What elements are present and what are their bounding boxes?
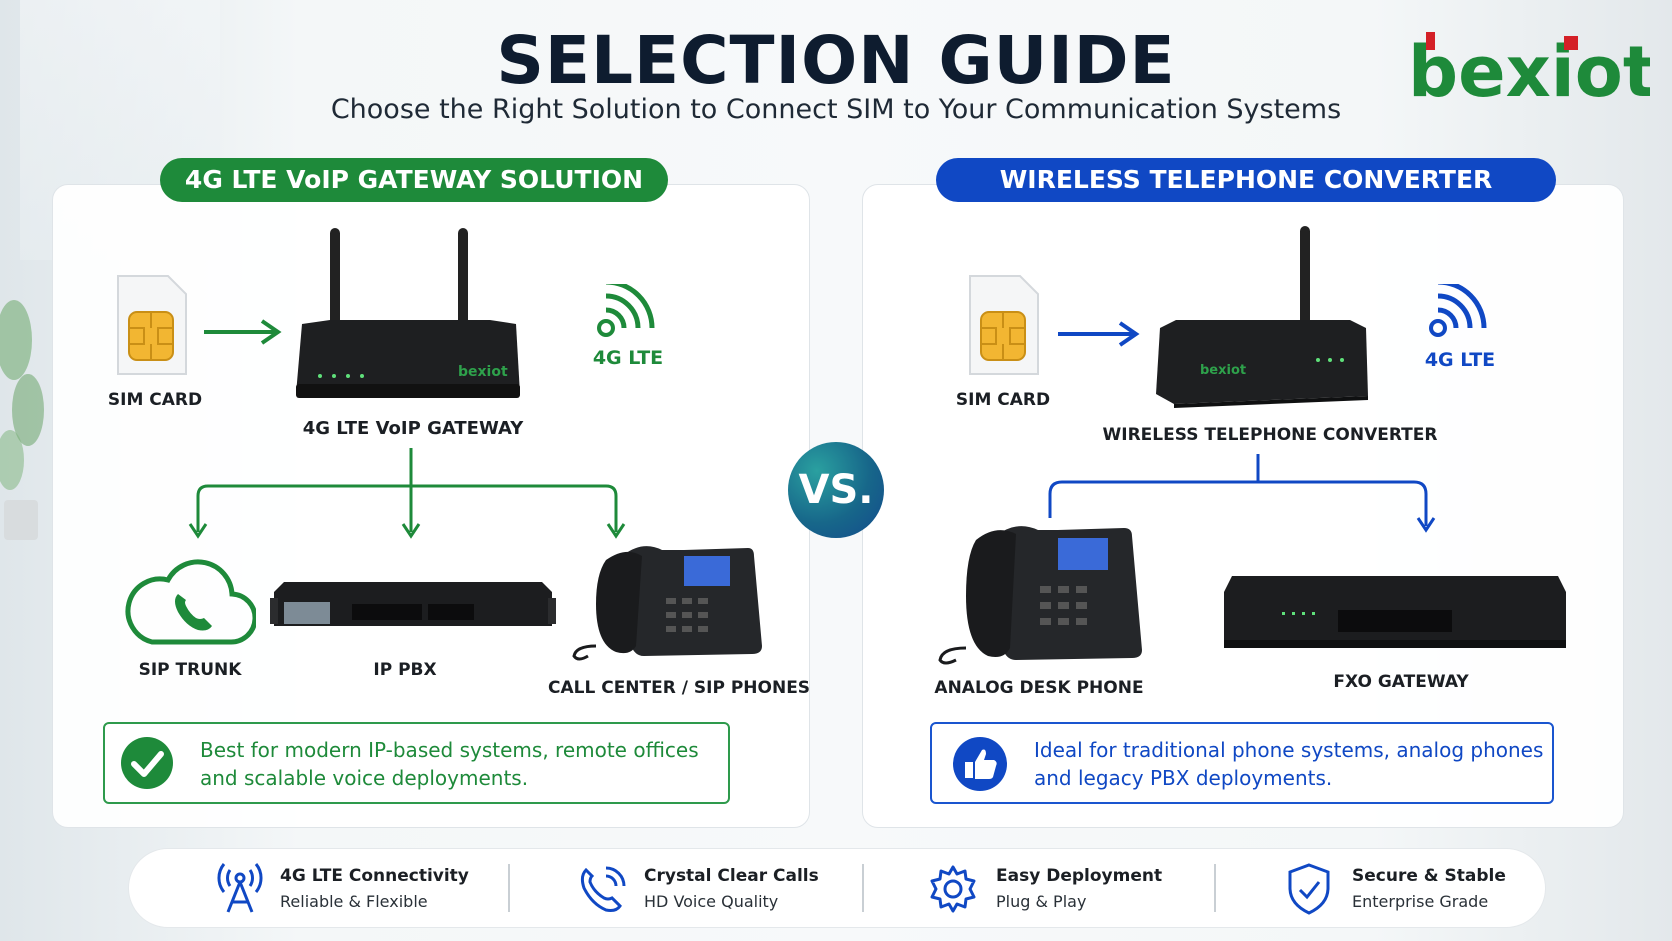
gateway-connector-lines — [188, 448, 626, 539]
left-4g-lte-label: 4G LTE — [592, 347, 664, 369]
feature-title-calls: Crystal Clear Calls — [644, 866, 819, 886]
signal-icon — [597, 284, 655, 337]
sim-card-icon-right — [969, 275, 1039, 375]
plant-decoration — [0, 300, 44, 540]
signal-icon-right — [1429, 284, 1487, 337]
converter-connector-lines — [1048, 454, 1436, 533]
converter-device-label: WIRELESS TELEPHONE CONVERTER — [1102, 425, 1438, 445]
arrow-right-icon-right — [1058, 321, 1140, 347]
right-4g-lte-label: 4G LTE — [1424, 349, 1496, 371]
sip-trunk-label: SIP TRUNK — [138, 660, 242, 680]
call-center-label: CALL CENTER / SIP PHONES — [548, 678, 811, 698]
converter-solution-heading: WIRELESS TELEPHONE CONVERTER SOLUTION — [936, 158, 1556, 238]
cloud-phone-icon — [125, 559, 256, 645]
sim-card-label: SIM CARD — [107, 390, 203, 410]
page-title: SELECTION GUIDE — [496, 22, 1176, 99]
feature-sub-calls: HD Voice Quality — [644, 892, 779, 911]
converter-recommendation-box — [930, 722, 1554, 804]
fxo-gateway-icon — [1224, 576, 1566, 648]
converter-logo: bexiot — [1200, 363, 1246, 378]
shield-check-icon — [1288, 863, 1330, 915]
feature-divider — [508, 864, 510, 912]
check-circle-icon — [121, 737, 173, 789]
gateway-recommendation-box — [103, 722, 730, 804]
router-icon: bexiot — [296, 228, 520, 398]
converter-icon: bexiot — [1156, 226, 1368, 408]
router-logo: bexiot — [458, 364, 508, 380]
arrow-right-icon — [204, 319, 282, 345]
logo-text: bexiot — [1408, 31, 1650, 110]
ip-pbx-label: IP PBX — [373, 660, 437, 680]
gateway-device-label: 4G LTE VoIP GATEWAY — [302, 418, 524, 439]
sim-card-icon — [117, 275, 187, 375]
feature-bar — [128, 848, 1546, 928]
feature-divider — [1214, 864, 1216, 912]
gateway-recommendation-text: Best for modern IP-based systems, remote… — [200, 736, 720, 792]
converter-recommendation-text: Ideal for traditional phone systems, ana… — [1034, 736, 1554, 792]
converter-note-line-1: Ideal for traditional phone systems, ana… — [1034, 738, 1544, 762]
rack-switch-icon — [270, 582, 556, 626]
feature-title-deployment: Easy Deployment — [996, 866, 1163, 886]
ip-phone-icon — [572, 546, 762, 661]
feature-sub-deployment: Plug & Play — [996, 892, 1087, 911]
phone-call-icon — [580, 866, 626, 912]
feature-divider — [862, 864, 864, 912]
thumbs-up-icon — [953, 737, 1007, 791]
page-subtitle: Choose the Right Solution to Connect SIM… — [330, 94, 1342, 125]
desk-phone-icon — [938, 526, 1142, 665]
converter-note-line-2: and legacy PBX deployments. — [1034, 766, 1333, 790]
antenna-icon — [217, 863, 263, 913]
gateway-solution-heading: 4G LTE VoIP GATEWAY SOLUTION — [160, 158, 668, 202]
feature-sub-connectivity: Reliable & Flexible — [280, 892, 428, 911]
feature-title-connectivity: 4G LTE Connectivity — [280, 866, 469, 886]
analog-desk-phone-label: ANALOG DESK PHONE — [934, 678, 1144, 698]
gateway-note-line-2: and scalable voice deployments. — [200, 766, 529, 790]
gateway-note-line-1: Best for modern IP-based systems, remote… — [200, 738, 699, 762]
feature-sub-secure: Enterprise Grade — [1352, 892, 1489, 911]
gear-icon — [930, 865, 976, 913]
feature-title-secure: Secure & Stable — [1352, 866, 1506, 886]
versus-badge: VS. — [788, 442, 884, 538]
sim-card-label-right: SIM CARD — [955, 390, 1051, 410]
fxo-gateway-label: FXO GATEWAY — [1333, 672, 1469, 692]
bexiot-logo: bexiot — [1408, 31, 1650, 110]
